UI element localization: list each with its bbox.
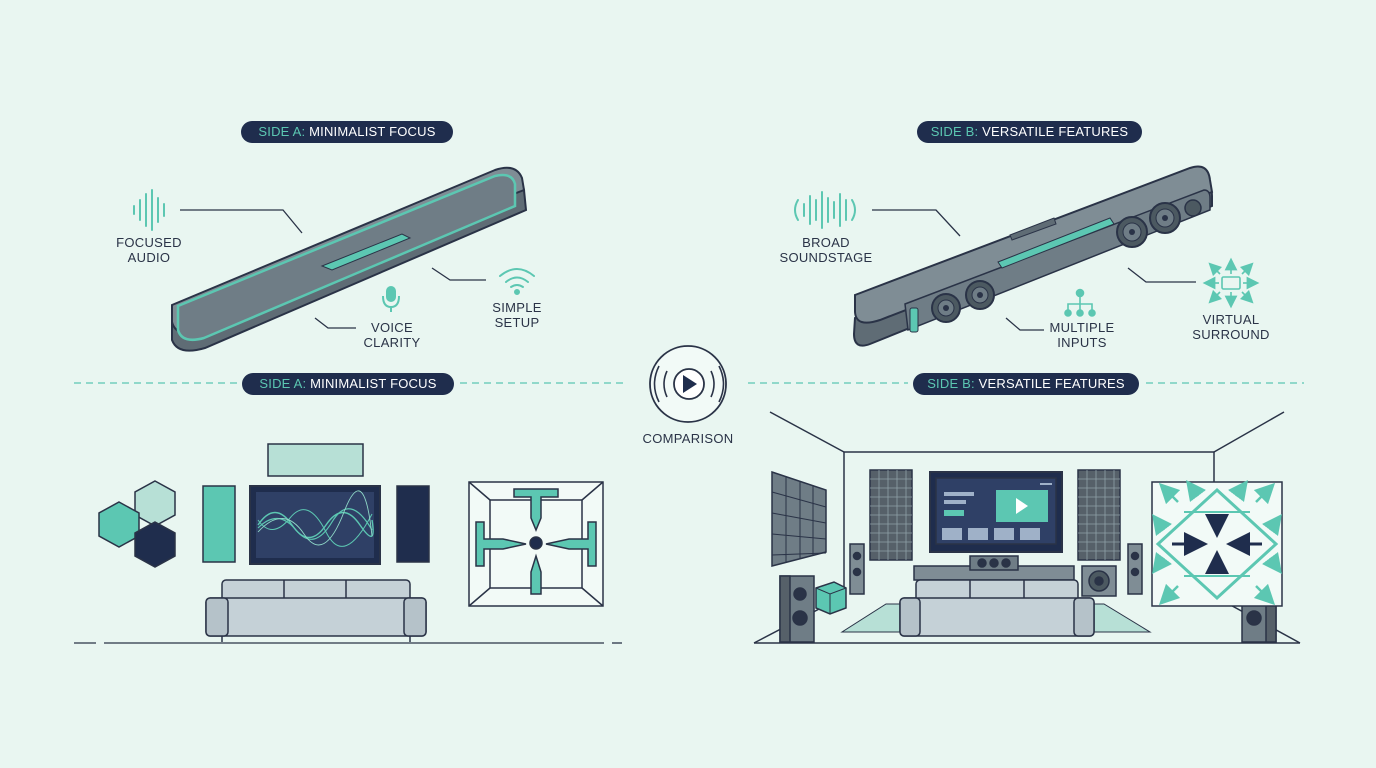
side-b-room <box>753 411 1301 644</box>
label-focused-audio: FOCUSED AUDIO <box>116 235 182 265</box>
surround-arrows-icon <box>1202 257 1260 309</box>
side-b-soundbar <box>852 165 1214 347</box>
acoustic-foam-panel-left <box>869 469 913 561</box>
side-b-leader-lines <box>872 209 1196 331</box>
side-a-room <box>74 443 622 644</box>
tv-screen <box>249 485 381 565</box>
comparison-play-icon <box>649 345 727 423</box>
side-a-title-pill: SIDE A: MINIMALIST FOCUS <box>241 121 453 143</box>
side-b-title-pill: SIDE B: VERSATILE FEATURES <box>917 121 1142 143</box>
smart-tv <box>929 471 1063 553</box>
comparison-label: COMPARISON <box>642 431 734 446</box>
virtual-surround-room-diagram <box>1151 480 1283 607</box>
side-a-soundbar <box>171 166 528 352</box>
side-a-section-tag: SIDE A: <box>259 376 307 391</box>
side-a-title: MINIMALIST FOCUS <box>309 124 436 139</box>
wifi-icon <box>499 268 535 295</box>
side-b-tag: SIDE B: <box>930 124 979 139</box>
network-inputs-icon <box>1064 288 1096 317</box>
waveform-icon <box>133 189 165 231</box>
side-b-title: VERSATILE FEATURES <box>982 124 1129 139</box>
acoustic-foam-panel-right <box>1077 469 1121 561</box>
side-b-section-pill: SIDE B: VERSATILE FEATURES <box>913 373 1139 395</box>
label-voice-clarity: VOICE CLARITY <box>363 320 421 350</box>
pyramid-acoustic-panel <box>771 470 827 567</box>
label-virtual-surround: VIRTUAL SURROUND <box>1192 312 1270 342</box>
side-a-leader-lines <box>180 209 486 329</box>
label-multiple-inputs: MULTIPLE INPUTS <box>1049 320 1115 350</box>
side-a-section-title: MINIMALIST FOCUS <box>310 376 437 391</box>
hexagon-acoustic-panels <box>98 480 176 568</box>
label-broad-soundstage: BROAD SOUNDSTAGE <box>779 235 873 265</box>
sofa <box>205 579 427 642</box>
label-simple-setup: SIMPLE SETUP <box>492 300 542 330</box>
side-a-section-pill: SIDE A: MINIMALIST FOCUS <box>242 373 454 395</box>
broad-waveform-icon <box>794 191 856 229</box>
microphone-icon <box>382 286 400 312</box>
side-b-section-tag: SIDE B: <box>927 376 975 391</box>
side-b-section-title: VERSATILE FEATURES <box>978 376 1125 391</box>
sofa-b <box>899 579 1095 637</box>
side-a-tag: SIDE A: <box>258 124 306 139</box>
focused-sound-room-diagram <box>468 481 604 607</box>
